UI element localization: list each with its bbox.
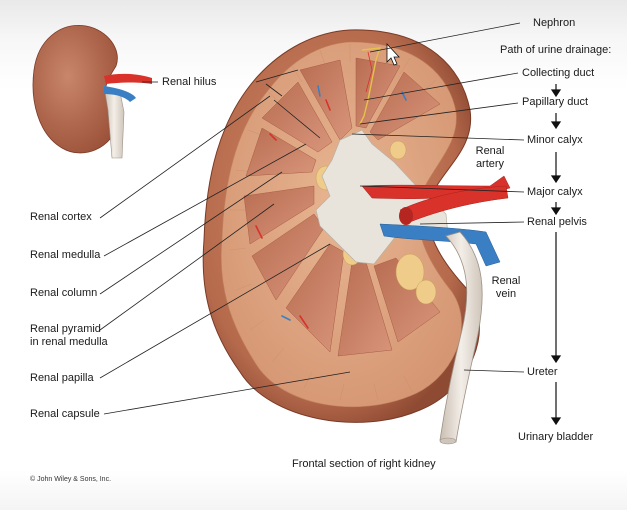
label-collecting-duct: Collecting duct xyxy=(522,67,595,79)
label-renal-column: Renal column xyxy=(30,287,98,299)
label-renal-vein: Renal vein xyxy=(491,275,521,300)
drainage-arrows xyxy=(550,84,562,426)
label-renal-capsule: Renal capsule xyxy=(30,408,100,420)
label-path-title: Path of urine drainage: xyxy=(500,44,612,56)
label-renal-artery: Renal artery xyxy=(475,145,505,170)
small-kidney xyxy=(32,25,158,159)
copyright: © John Wiley & Sons, Inc. xyxy=(30,476,112,483)
leader-lines xyxy=(99,22,525,415)
label-renal-medulla: Renal medulla xyxy=(30,249,101,261)
label-ureter: Ureter xyxy=(527,366,558,378)
label-papillary-duct: Papillary duct xyxy=(522,96,589,108)
label-renal-papilla: Renal papilla xyxy=(30,372,94,384)
label-nephron: Nephron xyxy=(533,17,576,29)
label-renal-cortex: Renal cortex xyxy=(30,211,92,223)
main-kidney xyxy=(202,29,511,445)
label-renal-pelvis: Renal pelvis xyxy=(527,216,587,228)
label-major-calyx: Major calyx xyxy=(527,186,583,198)
caption: Frontal section of right kidney xyxy=(292,458,436,470)
label-urinary-bladder: Urinary bladder xyxy=(518,431,594,443)
label-renal-pyramid: Renal pyramid in renal medulla xyxy=(30,323,108,348)
label-renal-hilus: Renal hilus xyxy=(162,76,217,88)
label-minor-calyx: Minor calyx xyxy=(527,134,583,146)
